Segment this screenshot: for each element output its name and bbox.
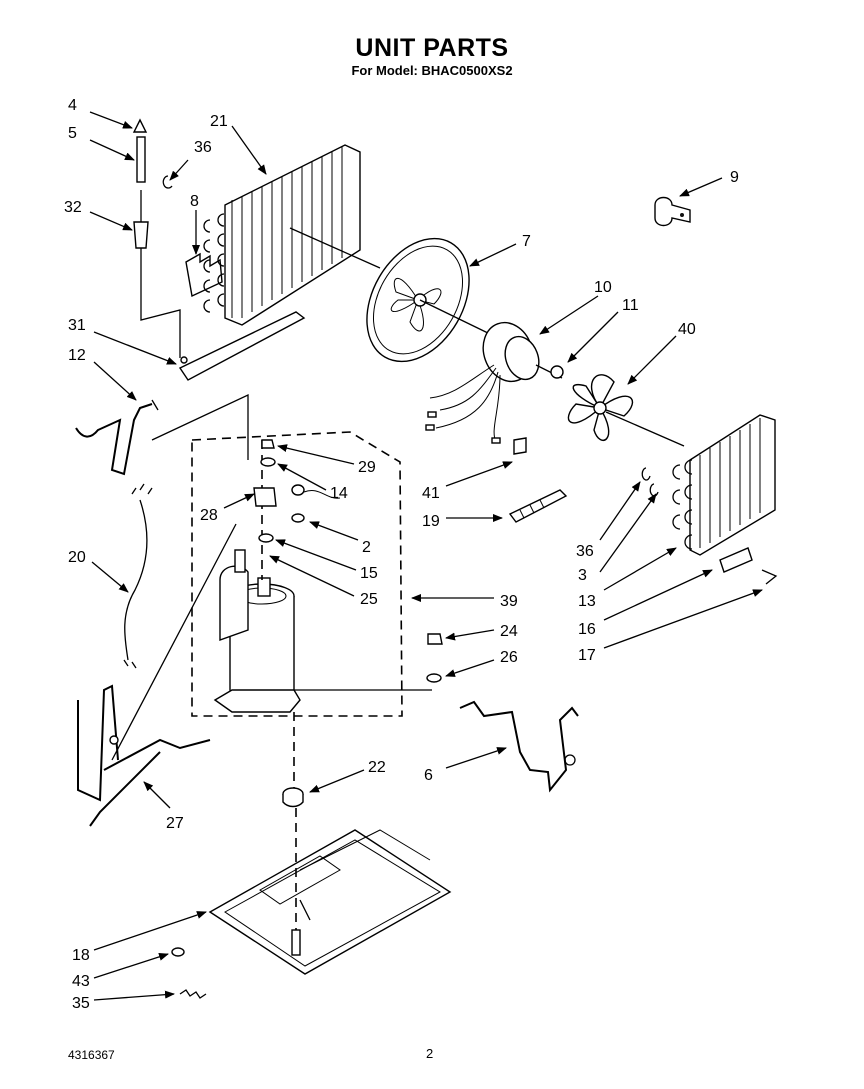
callout-26: 26 [500, 649, 518, 666]
part-29-nut [261, 439, 275, 449]
line-12-connection [151, 393, 249, 460]
callout-6: 6 [424, 767, 433, 784]
leader-lines [89, 111, 763, 1001]
callout-36-lower: 36 [576, 543, 594, 560]
compressor-assembly-box [191, 431, 403, 717]
capillary-line [140, 262, 181, 358]
page-number: 2 [426, 1046, 434, 1061]
callout-27: 27 [166, 815, 184, 832]
part-31-tray [178, 311, 306, 381]
part-21-evaporator-coil [203, 144, 381, 326]
part-36-clip-upper [162, 175, 173, 189]
part-6-tube [459, 700, 579, 793]
callout-4: 4 [68, 97, 77, 114]
callout-11: 11 [622, 297, 639, 314]
callout-16: 16 [578, 621, 596, 638]
part-18-base-pan [208, 808, 452, 975]
part-27-tube [77, 523, 237, 827]
part-40-fan-blade [567, 374, 685, 447]
part-4-cap [132, 118, 148, 133]
part-28-terminal-cover [253, 487, 277, 507]
diagram-title: UNIT PARTS [355, 34, 509, 62]
part-10-motor [425, 321, 563, 444]
callout-32: 32 [64, 199, 82, 216]
part-2-overload [291, 484, 341, 523]
document-number: 4316367 [68, 1048, 115, 1062]
part-20-harness [123, 483, 153, 669]
callout-18: 18 [72, 947, 90, 964]
callout-19: 19 [422, 513, 440, 530]
callout-2: 2 [362, 539, 371, 556]
part-12-tube [75, 399, 159, 476]
callout-5: 5 [68, 125, 77, 142]
part-3-condenser-coil [672, 414, 776, 556]
part-7-blower-shroud [366, 237, 493, 363]
callout-43: 43 [72, 973, 90, 990]
part-19-strip [508, 489, 568, 523]
callout-17: 17 [578, 647, 596, 664]
part-8-bracket [185, 252, 223, 298]
callout-40: 40 [678, 321, 696, 338]
part-9-clamp [654, 196, 691, 227]
part-5-tube [136, 136, 146, 183]
callout-29: 29 [358, 459, 376, 476]
callout-20: 20 [68, 549, 86, 566]
callout-28: 28 [200, 507, 218, 524]
part-41-connector [513, 437, 527, 455]
callout-9: 9 [730, 169, 739, 186]
callout-39: 39 [500, 593, 518, 610]
model-subtitle: For Model: BHAC0500XS2 [351, 63, 513, 78]
part-32-valve [133, 190, 149, 262]
part-24-nut [427, 633, 443, 645]
part-11-nut [550, 365, 564, 379]
callout-15: 15 [360, 565, 378, 582]
callout-35: 35 [72, 995, 90, 1012]
part-39-compressor [213, 440, 432, 790]
callout-25: 25 [360, 591, 378, 608]
callout-31: 31 [68, 317, 86, 334]
callout-13: 13 [578, 593, 596, 610]
callout-10: 10 [594, 279, 612, 296]
part-14-washer [260, 457, 276, 467]
part-16-plate [719, 547, 753, 573]
callout-22: 22 [368, 759, 386, 776]
callout-12: 12 [68, 347, 86, 364]
part-35-clip [179, 989, 207, 999]
part-26-washer [426, 673, 442, 683]
callout-3: 3 [578, 567, 587, 584]
callout-7: 7 [522, 233, 531, 250]
callout-21: 21 [210, 113, 228, 130]
callout-24: 24 [500, 623, 518, 640]
callout-41: 41 [422, 485, 440, 502]
part-15-washer [258, 533, 274, 543]
callout-14: 14 [330, 485, 348, 502]
part-36-clip-lower [641, 467, 659, 497]
callout-8: 8 [190, 193, 199, 210]
part-43-screw [171, 947, 185, 957]
part-17-bracket [761, 569, 778, 585]
part-22-grommet [282, 787, 304, 808]
callout-36-upper: 36 [194, 139, 212, 156]
callout-labels: 4 5 32 36 21 8 9 7 10 11 40 31 12 29 14 … [64, 97, 739, 1012]
